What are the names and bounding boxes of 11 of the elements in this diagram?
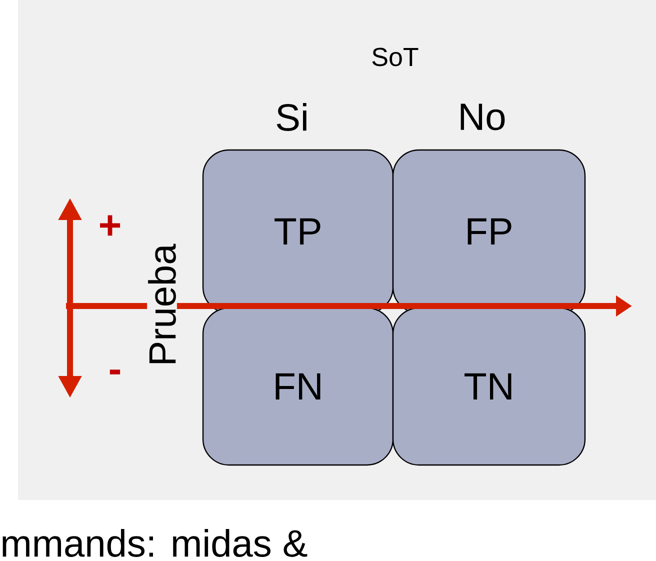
matrix-cell: FP [392,149,586,314]
minus-sign: - [110,370,120,374]
matrix-cell: FN [202,307,394,466]
row-heading: Prueba [147,242,177,368]
column-label: No [460,104,505,130]
column-label: Si [276,103,306,131]
plus-sign: + [100,215,120,236]
matrix-cell: TP [202,149,394,314]
column-heading: SoT [372,48,418,66]
caption-text: mmands: midas & [2,529,308,557]
matrix-cell: TN [392,307,586,466]
